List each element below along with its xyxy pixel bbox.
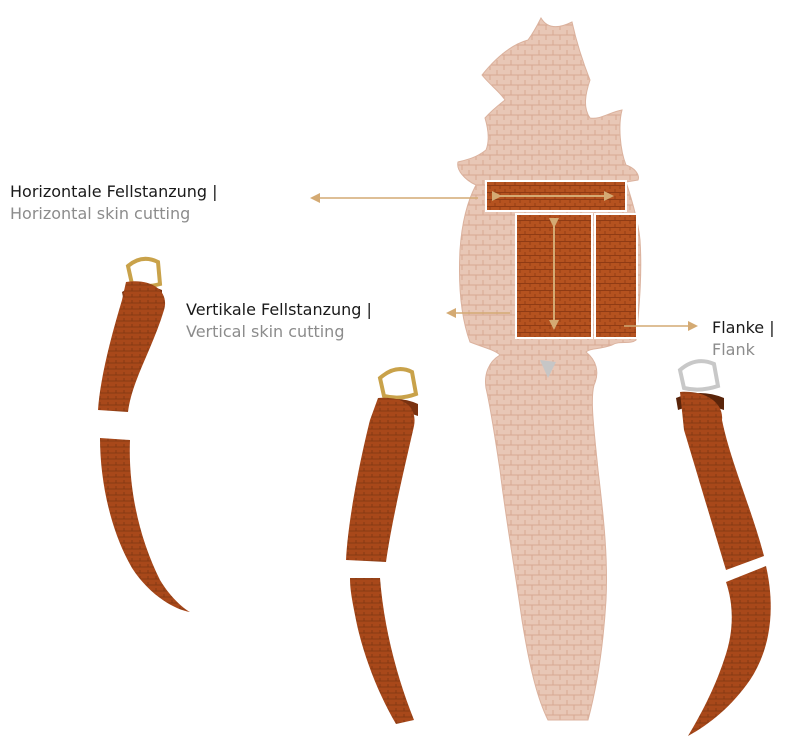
watch-strap-horizontal-cut	[98, 259, 190, 612]
buckle-icon	[680, 361, 718, 390]
label-vertical-en: Vertical skin cutting	[186, 321, 372, 343]
watch-strap-vertical-cut	[346, 369, 418, 724]
label-flank: Flanke | Flank	[712, 317, 775, 361]
watch-strap-flank	[676, 361, 771, 736]
label-vertical-cutting: Vertikale Fellstanzung | Vertical skin c…	[186, 299, 372, 343]
label-horizontal-en: Horizontal skin cutting	[10, 203, 218, 225]
label-horizontal-de: Horizontale Fellstanzung |	[10, 181, 218, 203]
label-flank-de: Flanke |	[712, 317, 775, 339]
label-vertical-de: Vertikale Fellstanzung |	[186, 299, 372, 321]
label-horizontal-cutting: Horizontale Fellstanzung | Horizontal sk…	[10, 181, 218, 225]
flank-cut-zone	[595, 214, 637, 338]
label-flank-en: Flank	[712, 339, 775, 361]
buckle-icon	[380, 369, 416, 398]
